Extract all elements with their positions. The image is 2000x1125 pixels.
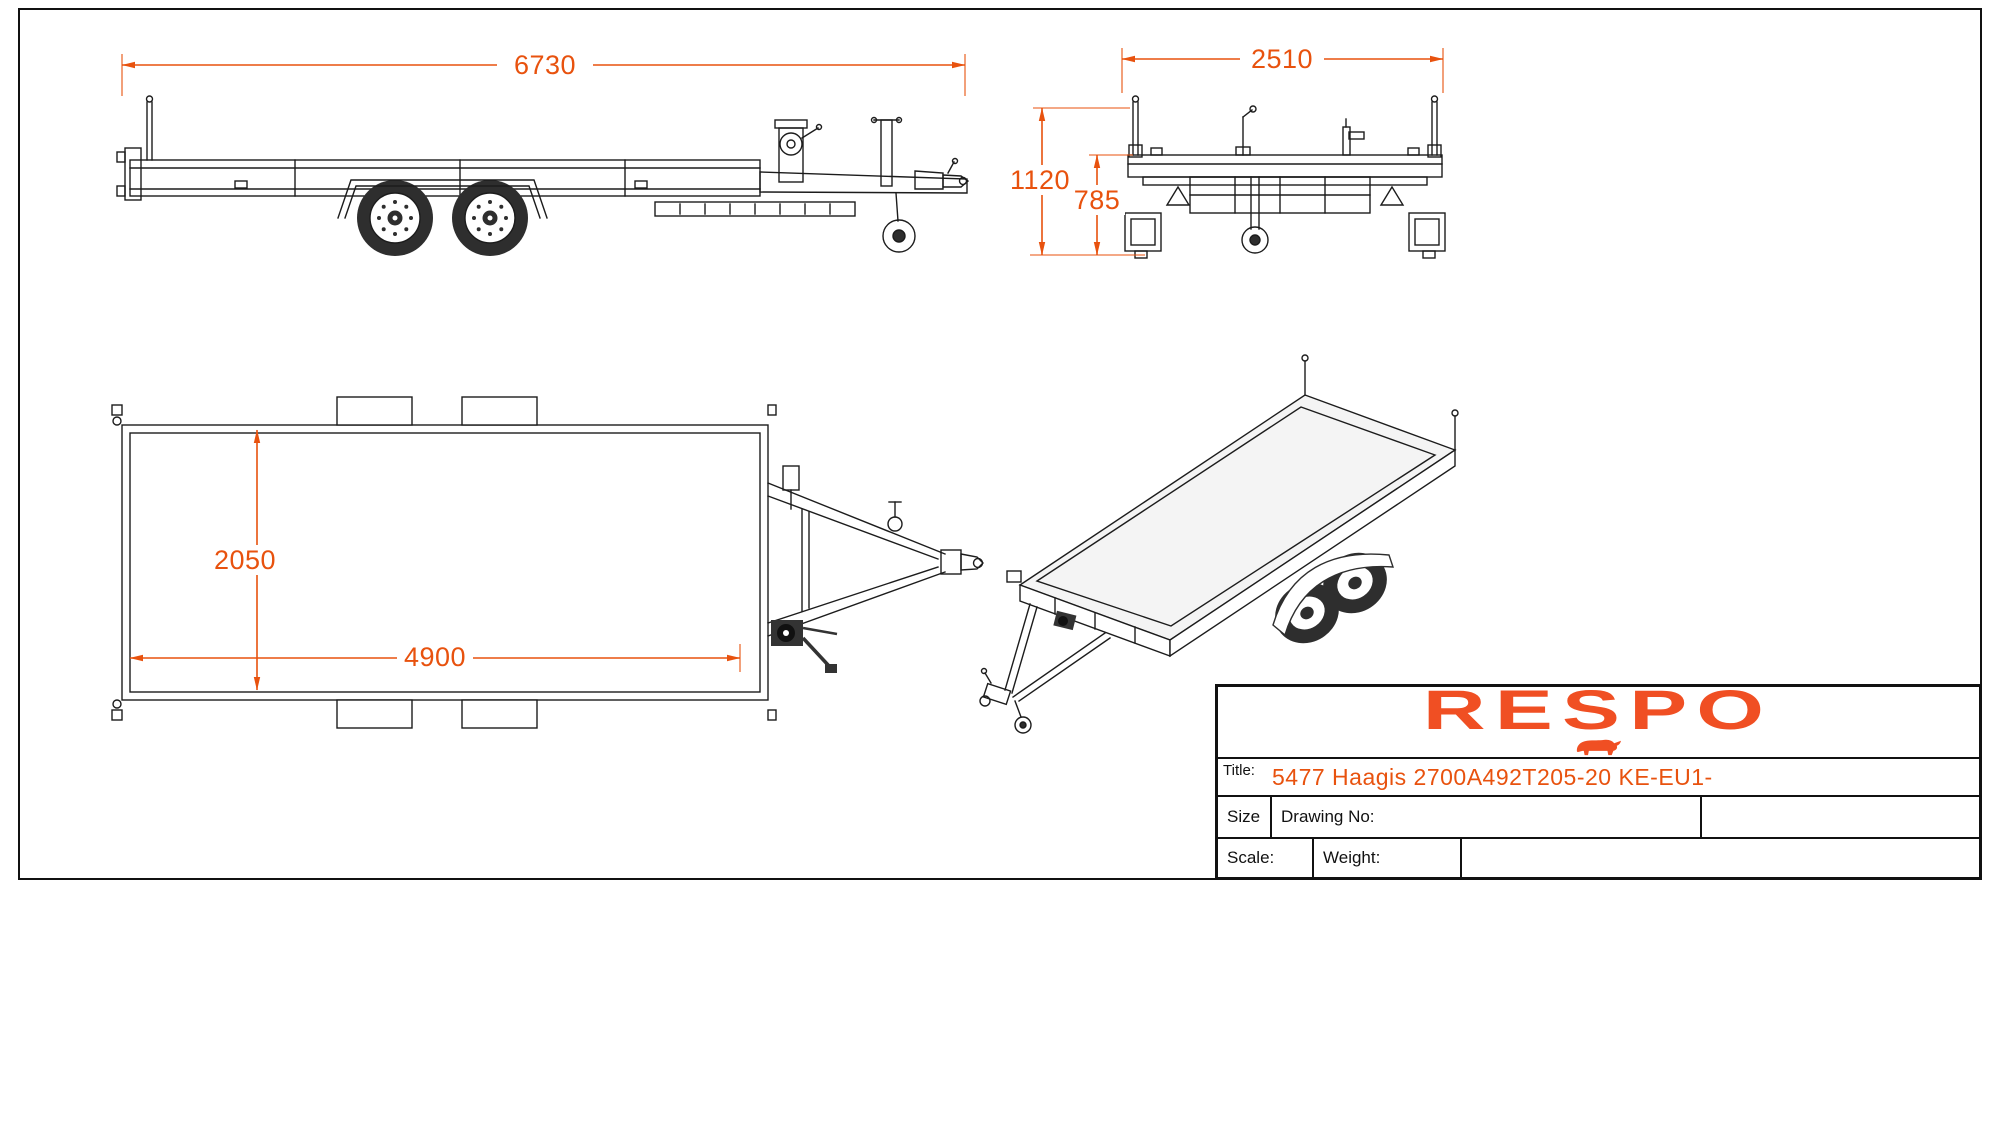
side-view: 6730 bbox=[116, 48, 970, 256]
iso-winch bbox=[1053, 610, 1077, 631]
rear-view-drawing bbox=[1124, 95, 1446, 259]
wheel-rear bbox=[452, 180, 528, 256]
dimension-bed-width: 2050 bbox=[209, 429, 281, 691]
size-label: Size bbox=[1218, 797, 1272, 837]
drawing-no-label: Drawing No: bbox=[1272, 797, 1702, 837]
drawing-frame bbox=[18, 8, 1982, 880]
top-view: 2050 4900 bbox=[111, 396, 984, 729]
title-row: Title: 5477 Haagis 2700A492T205-20 KE-EU… bbox=[1218, 757, 1979, 795]
rear-view: 2510 1120 785 bbox=[1006, 43, 1446, 259]
wheel-front bbox=[357, 180, 433, 256]
weight-value-cell bbox=[1462, 839, 1979, 877]
rhino-icon bbox=[1576, 740, 1621, 756]
dimension-overall-length: 6730 bbox=[121, 48, 966, 96]
dim-platform-height-text: 785 bbox=[1074, 185, 1121, 215]
dimension-bed-length: 4900 bbox=[129, 642, 741, 672]
dim-overall-length-text: 6730 bbox=[514, 50, 576, 80]
size-row: Size Drawing No: bbox=[1218, 795, 1979, 837]
winch bbox=[771, 620, 838, 673]
drawing-no-value-cell bbox=[1702, 797, 1979, 837]
tandem-wheels bbox=[337, 179, 548, 256]
isometric-view bbox=[979, 354, 1459, 734]
iso-view-drawing bbox=[1006, 354, 1459, 658]
dimension-overall-height: 1120 bbox=[1006, 107, 1145, 256]
scale-row: Scale: Weight: bbox=[1218, 837, 1979, 877]
title-label: Title: bbox=[1223, 762, 1255, 779]
dim-overall-width-text: 2510 bbox=[1251, 44, 1313, 74]
top-view-drawing bbox=[111, 396, 984, 729]
iso-wheels bbox=[1272, 552, 1394, 644]
logo-area: RESPO bbox=[1218, 677, 1979, 757]
respo-logo: RESPO bbox=[1423, 677, 1774, 741]
weight-label: Weight: bbox=[1314, 839, 1462, 877]
iso-fender bbox=[1272, 553, 1394, 637]
dimension-overall-width: 2510 bbox=[1121, 43, 1444, 93]
dim-bed-width-text: 2050 bbox=[214, 545, 276, 575]
dim-bed-length-text: 4900 bbox=[404, 642, 466, 672]
iso-drawbar bbox=[979, 603, 1111, 734]
fender bbox=[337, 179, 548, 219]
dim-overall-height-text: 1120 bbox=[1010, 165, 1070, 195]
side-view-drawing bbox=[116, 95, 970, 253]
dimension-platform-height: 785 bbox=[1069, 154, 1133, 256]
title-value: 5477 Haagis 2700A492T205-20 KE-EU1- bbox=[1272, 763, 1713, 790]
title-block: RESPO Title: 5477 Haagis 2700A492T205-20… bbox=[1215, 677, 1982, 880]
scale-label: Scale: bbox=[1218, 839, 1314, 877]
